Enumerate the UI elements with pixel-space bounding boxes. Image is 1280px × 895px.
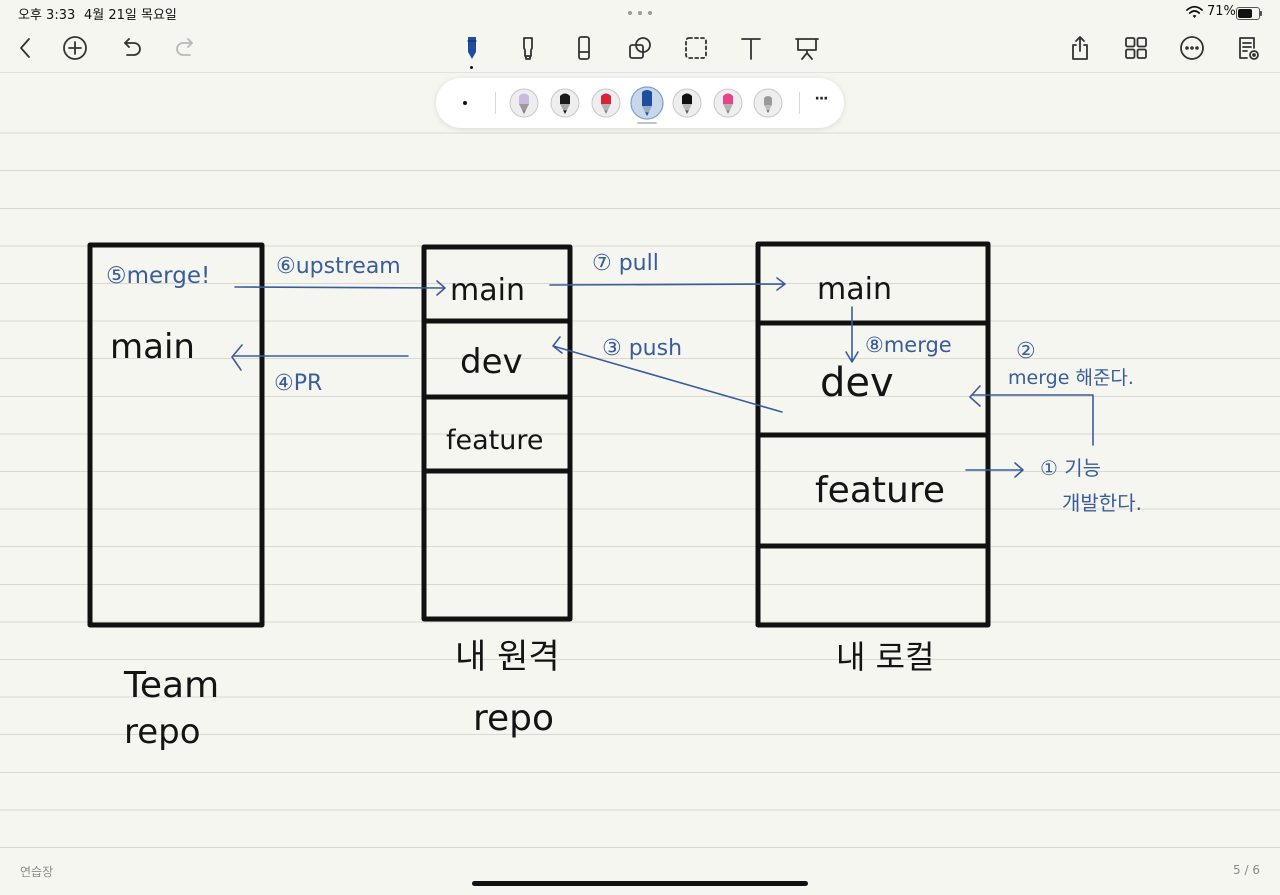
status-date: 4월 21일 목요일 — [84, 8, 177, 23]
lasso-icon — [685, 37, 707, 59]
wifi-icon — [1186, 5, 1203, 18]
stroke-size-button[interactable] — [463, 101, 467, 105]
eraser-icon — [578, 36, 590, 60]
pen-icon — [630, 86, 664, 120]
palette-divider — [799, 92, 800, 114]
shapes-icon — [629, 37, 651, 59]
pencil-icon — [509, 88, 539, 118]
pen-palette: ··· — [436, 78, 844, 128]
battery-icon — [1236, 7, 1260, 20]
pen-gray-pencil[interactable] — [751, 86, 785, 120]
eraser-tool-button[interactable] — [567, 31, 601, 65]
more-icon — [1180, 36, 1204, 60]
ruled-paper — [0, 73, 1280, 848]
text-tool-button[interactable] — [734, 31, 768, 65]
highlighter-icon — [523, 37, 533, 60]
pen-blue-pen-selected[interactable] — [630, 86, 664, 120]
undo-button[interactable] — [114, 31, 148, 65]
pen-icon — [672, 88, 702, 118]
laser-pointer-icon — [795, 38, 819, 60]
pen-icon — [467, 37, 477, 59]
home-indicator[interactable] — [472, 881, 808, 886]
share-button[interactable] — [1063, 31, 1097, 65]
text-icon — [741, 38, 761, 60]
redo-icon — [176, 38, 193, 56]
pen-lavender-pencil[interactable] — [507, 86, 541, 120]
pencil-icon — [713, 88, 743, 118]
back-icon — [20, 38, 30, 58]
pen-pink-pencil[interactable] — [711, 86, 745, 120]
shapes-tool-button[interactable] — [623, 31, 657, 65]
notebook-name[interactable]: 연습장 — [20, 865, 54, 879]
selected-tool-indicator — [470, 66, 473, 69]
battery-cap — [1260, 11, 1262, 16]
undo-icon — [124, 38, 141, 56]
highlighter-tool-button[interactable] — [511, 31, 545, 65]
status-time: 오후 3:33 — [18, 8, 76, 23]
battery-percent: 71% — [1207, 4, 1236, 19]
multitasking-dot — [638, 11, 642, 15]
lasso-tool-button[interactable] — [679, 31, 713, 65]
pen-tool-button[interactable] — [455, 31, 489, 65]
laser-pointer-tool-button[interactable] — [790, 31, 824, 65]
back-button[interactable] — [8, 31, 42, 65]
page-grid-button[interactable] — [1119, 31, 1153, 65]
multitasking-dot — [648, 11, 652, 15]
grid-icon — [1125, 37, 1147, 59]
toolbar-divider — [0, 72, 1280, 73]
add-page-button[interactable] — [58, 31, 92, 65]
page-view-button[interactable] — [1231, 31, 1265, 65]
page-indicator: 5 / 6 — [1233, 863, 1260, 877]
share-icon — [1072, 36, 1088, 60]
pen-icon — [550, 88, 580, 118]
more-options-button[interactable] — [1175, 31, 1209, 65]
palette-divider — [495, 92, 496, 114]
battery-fill — [1238, 9, 1253, 18]
pencil-icon — [753, 88, 783, 118]
pen-black-fineliner[interactable] — [670, 86, 704, 120]
multitasking-dots-icon[interactable] — [628, 11, 632, 15]
selected-pen-indicator — [637, 122, 657, 124]
page-view-icon — [1239, 37, 1259, 60]
pen-icon — [591, 88, 621, 118]
pen-red-pen[interactable] — [589, 86, 623, 120]
pen-black-pen[interactable] — [548, 86, 582, 120]
add-page-icon — [63, 36, 87, 60]
redo-button[interactable] — [169, 31, 203, 65]
palette-more-button[interactable]: ··· — [814, 91, 829, 107]
